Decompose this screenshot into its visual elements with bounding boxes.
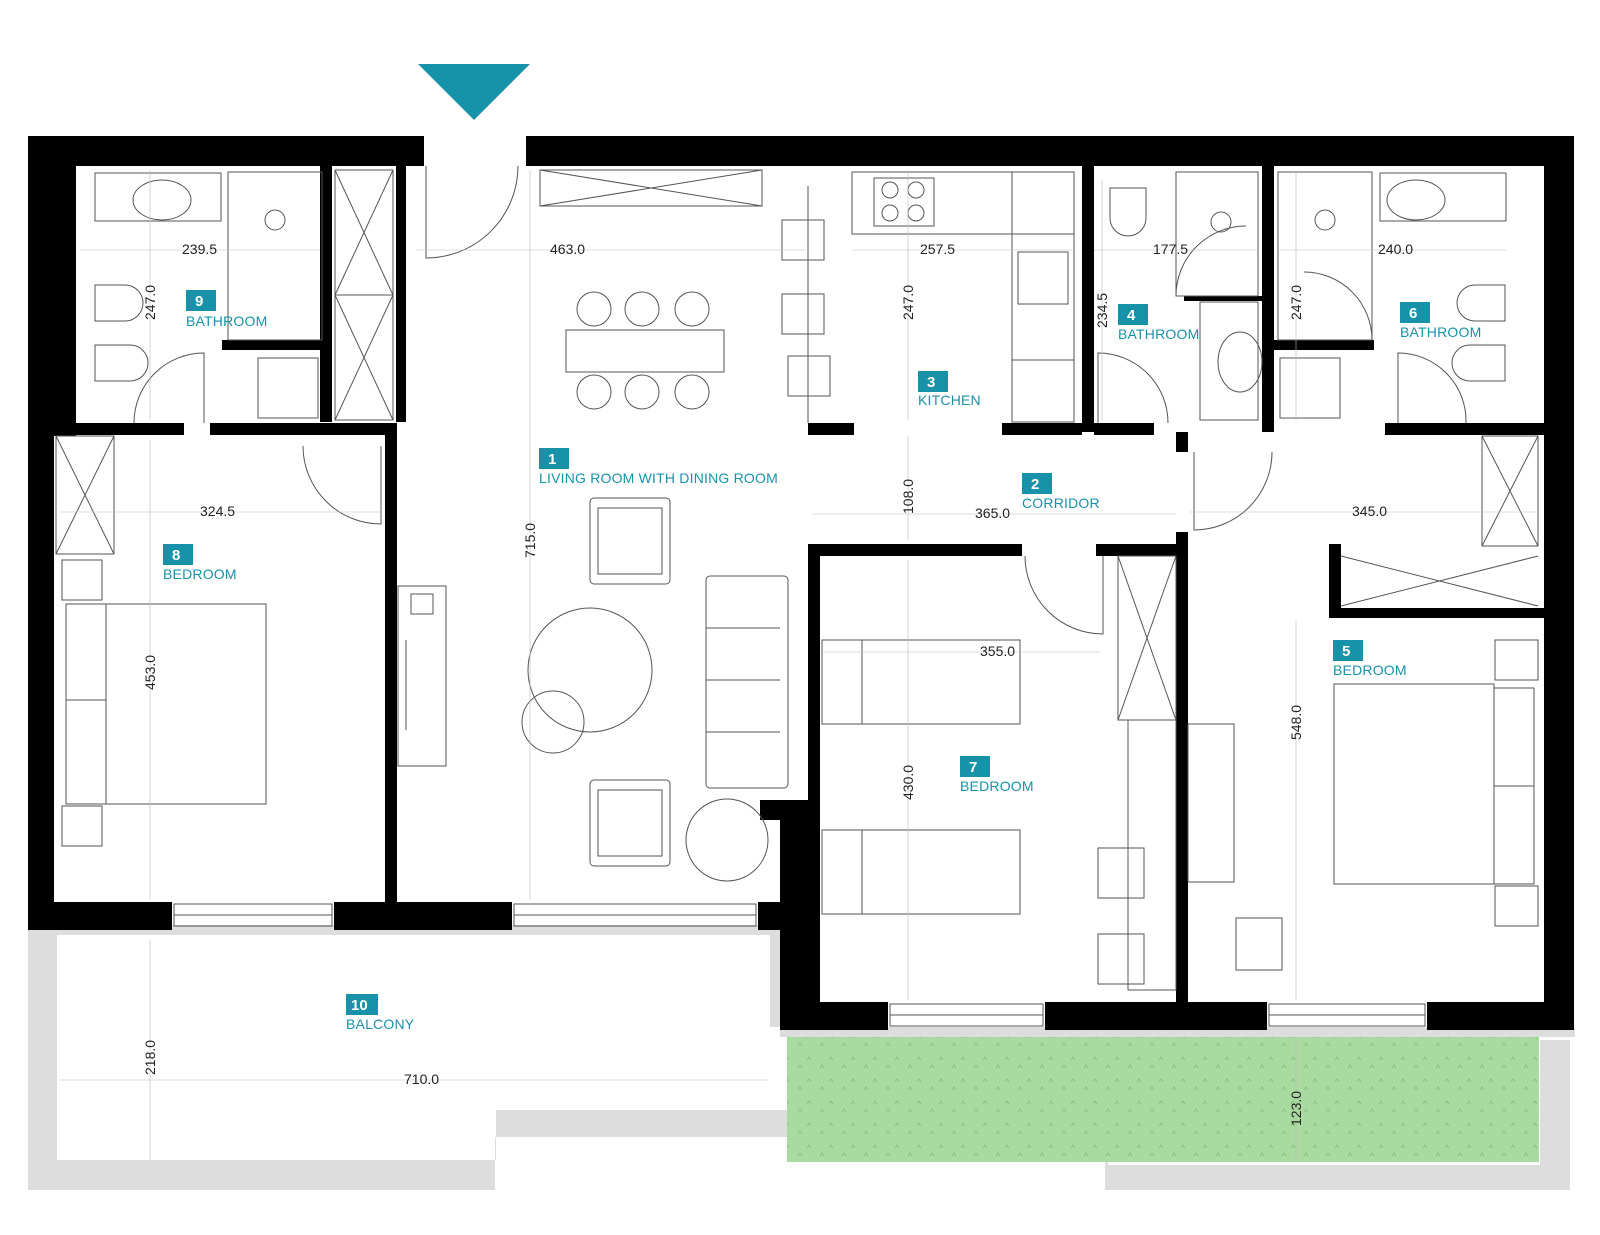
dim-kitchen-width: 257.5 bbox=[920, 241, 955, 257]
dim-bath4-height: 234.5 bbox=[1094, 293, 1110, 328]
dim-bath9-width: 239.5 bbox=[182, 241, 217, 257]
room-10-label: BALCONY bbox=[346, 1016, 415, 1032]
bedroom-7-furniture bbox=[821, 555, 1177, 991]
dim-balcony-height: 218.0 bbox=[142, 1040, 158, 1075]
room-badge bbox=[346, 994, 378, 1015]
dimension-labels: 239.5 463.0 257.5 177.5 240.0 324.5 365.… bbox=[142, 241, 1413, 1126]
dim-living-width: 463.0 bbox=[550, 241, 585, 257]
living-furniture bbox=[397, 169, 831, 882]
walls bbox=[28, 136, 1574, 1030]
room-badge bbox=[960, 756, 990, 777]
dim-bed7-width: 355.0 bbox=[980, 643, 1015, 659]
room-1-number: 1 bbox=[548, 451, 556, 468]
room-badge bbox=[163, 544, 193, 565]
room-3-label: KITCHEN bbox=[918, 392, 981, 408]
room-7-number: 7 bbox=[969, 759, 977, 776]
dim-bed8-height: 453.0 bbox=[142, 655, 158, 690]
room-4-label: BATHROOM bbox=[1118, 326, 1199, 342]
bathroom-6-fixtures bbox=[1277, 171, 1507, 424]
room-badge bbox=[1118, 304, 1148, 325]
room-6-number: 6 bbox=[1409, 305, 1417, 322]
bathroom-4-fixtures bbox=[1097, 171, 1263, 424]
dim-bath6-height: 247.0 bbox=[1288, 285, 1304, 320]
dim-bed5-width: 345.0 bbox=[1352, 503, 1387, 519]
room-8-label: BEDROOM bbox=[163, 566, 237, 582]
room-9-label: BATHROOM bbox=[186, 313, 267, 329]
room-badge bbox=[918, 371, 948, 392]
room-7-label: BEDROOM bbox=[960, 778, 1034, 794]
dim-corridor-height: 108.0 bbox=[900, 479, 916, 514]
bedroom-8-furniture bbox=[55, 435, 382, 847]
room-10-number: 10 bbox=[351, 997, 368, 1014]
entrance-door bbox=[425, 165, 519, 259]
room-2-number: 2 bbox=[1031, 476, 1039, 493]
room-1-label: LIVING ROOM WITH DINING ROOM bbox=[539, 470, 778, 486]
room-badge bbox=[1400, 302, 1430, 323]
room-5-number: 5 bbox=[1342, 643, 1350, 660]
dim-bed7-height: 430.0 bbox=[900, 765, 916, 800]
kitchen-fixtures bbox=[851, 171, 1075, 423]
dim-bed5-height: 548.0 bbox=[1288, 705, 1304, 740]
room-2-label: CORRIDOR bbox=[1022, 495, 1100, 511]
terrace-grass bbox=[787, 1037, 1539, 1162]
dim-bed8-width: 324.5 bbox=[200, 503, 235, 519]
dim-terrace-height: 123.0 bbox=[1288, 1091, 1304, 1126]
bathroom-9-fixtures bbox=[94, 171, 323, 424]
room-badge bbox=[1333, 640, 1363, 661]
dim-living-height: 715.0 bbox=[522, 523, 538, 558]
bedroom-5-furniture bbox=[1187, 435, 1539, 971]
room-badge bbox=[186, 290, 216, 311]
dim-kitchen-height: 247.0 bbox=[900, 285, 916, 320]
room-9-number: 9 bbox=[195, 293, 203, 310]
room-badge bbox=[1022, 473, 1052, 494]
room-labels: 1 LIVING ROOM WITH DINING ROOM 2 CORRIDO… bbox=[163, 290, 1481, 1032]
dim-bath4-width: 177.5 bbox=[1153, 241, 1188, 257]
dim-balcony-width: 710.0 bbox=[404, 1071, 439, 1087]
dim-bath9-height: 247.0 bbox=[142, 285, 158, 320]
dim-bath6-width: 240.0 bbox=[1378, 241, 1413, 257]
room-8-number: 8 bbox=[172, 547, 180, 564]
room-5-label: BEDROOM bbox=[1333, 662, 1407, 678]
room-6-label: BATHROOM bbox=[1400, 324, 1481, 340]
room-4-number: 4 bbox=[1127, 307, 1136, 324]
room-3-number: 3 bbox=[927, 374, 935, 391]
room-badge bbox=[539, 448, 569, 469]
dim-corridor-width: 365.0 bbox=[975, 505, 1010, 521]
entrance-triangle-icon bbox=[418, 64, 530, 120]
